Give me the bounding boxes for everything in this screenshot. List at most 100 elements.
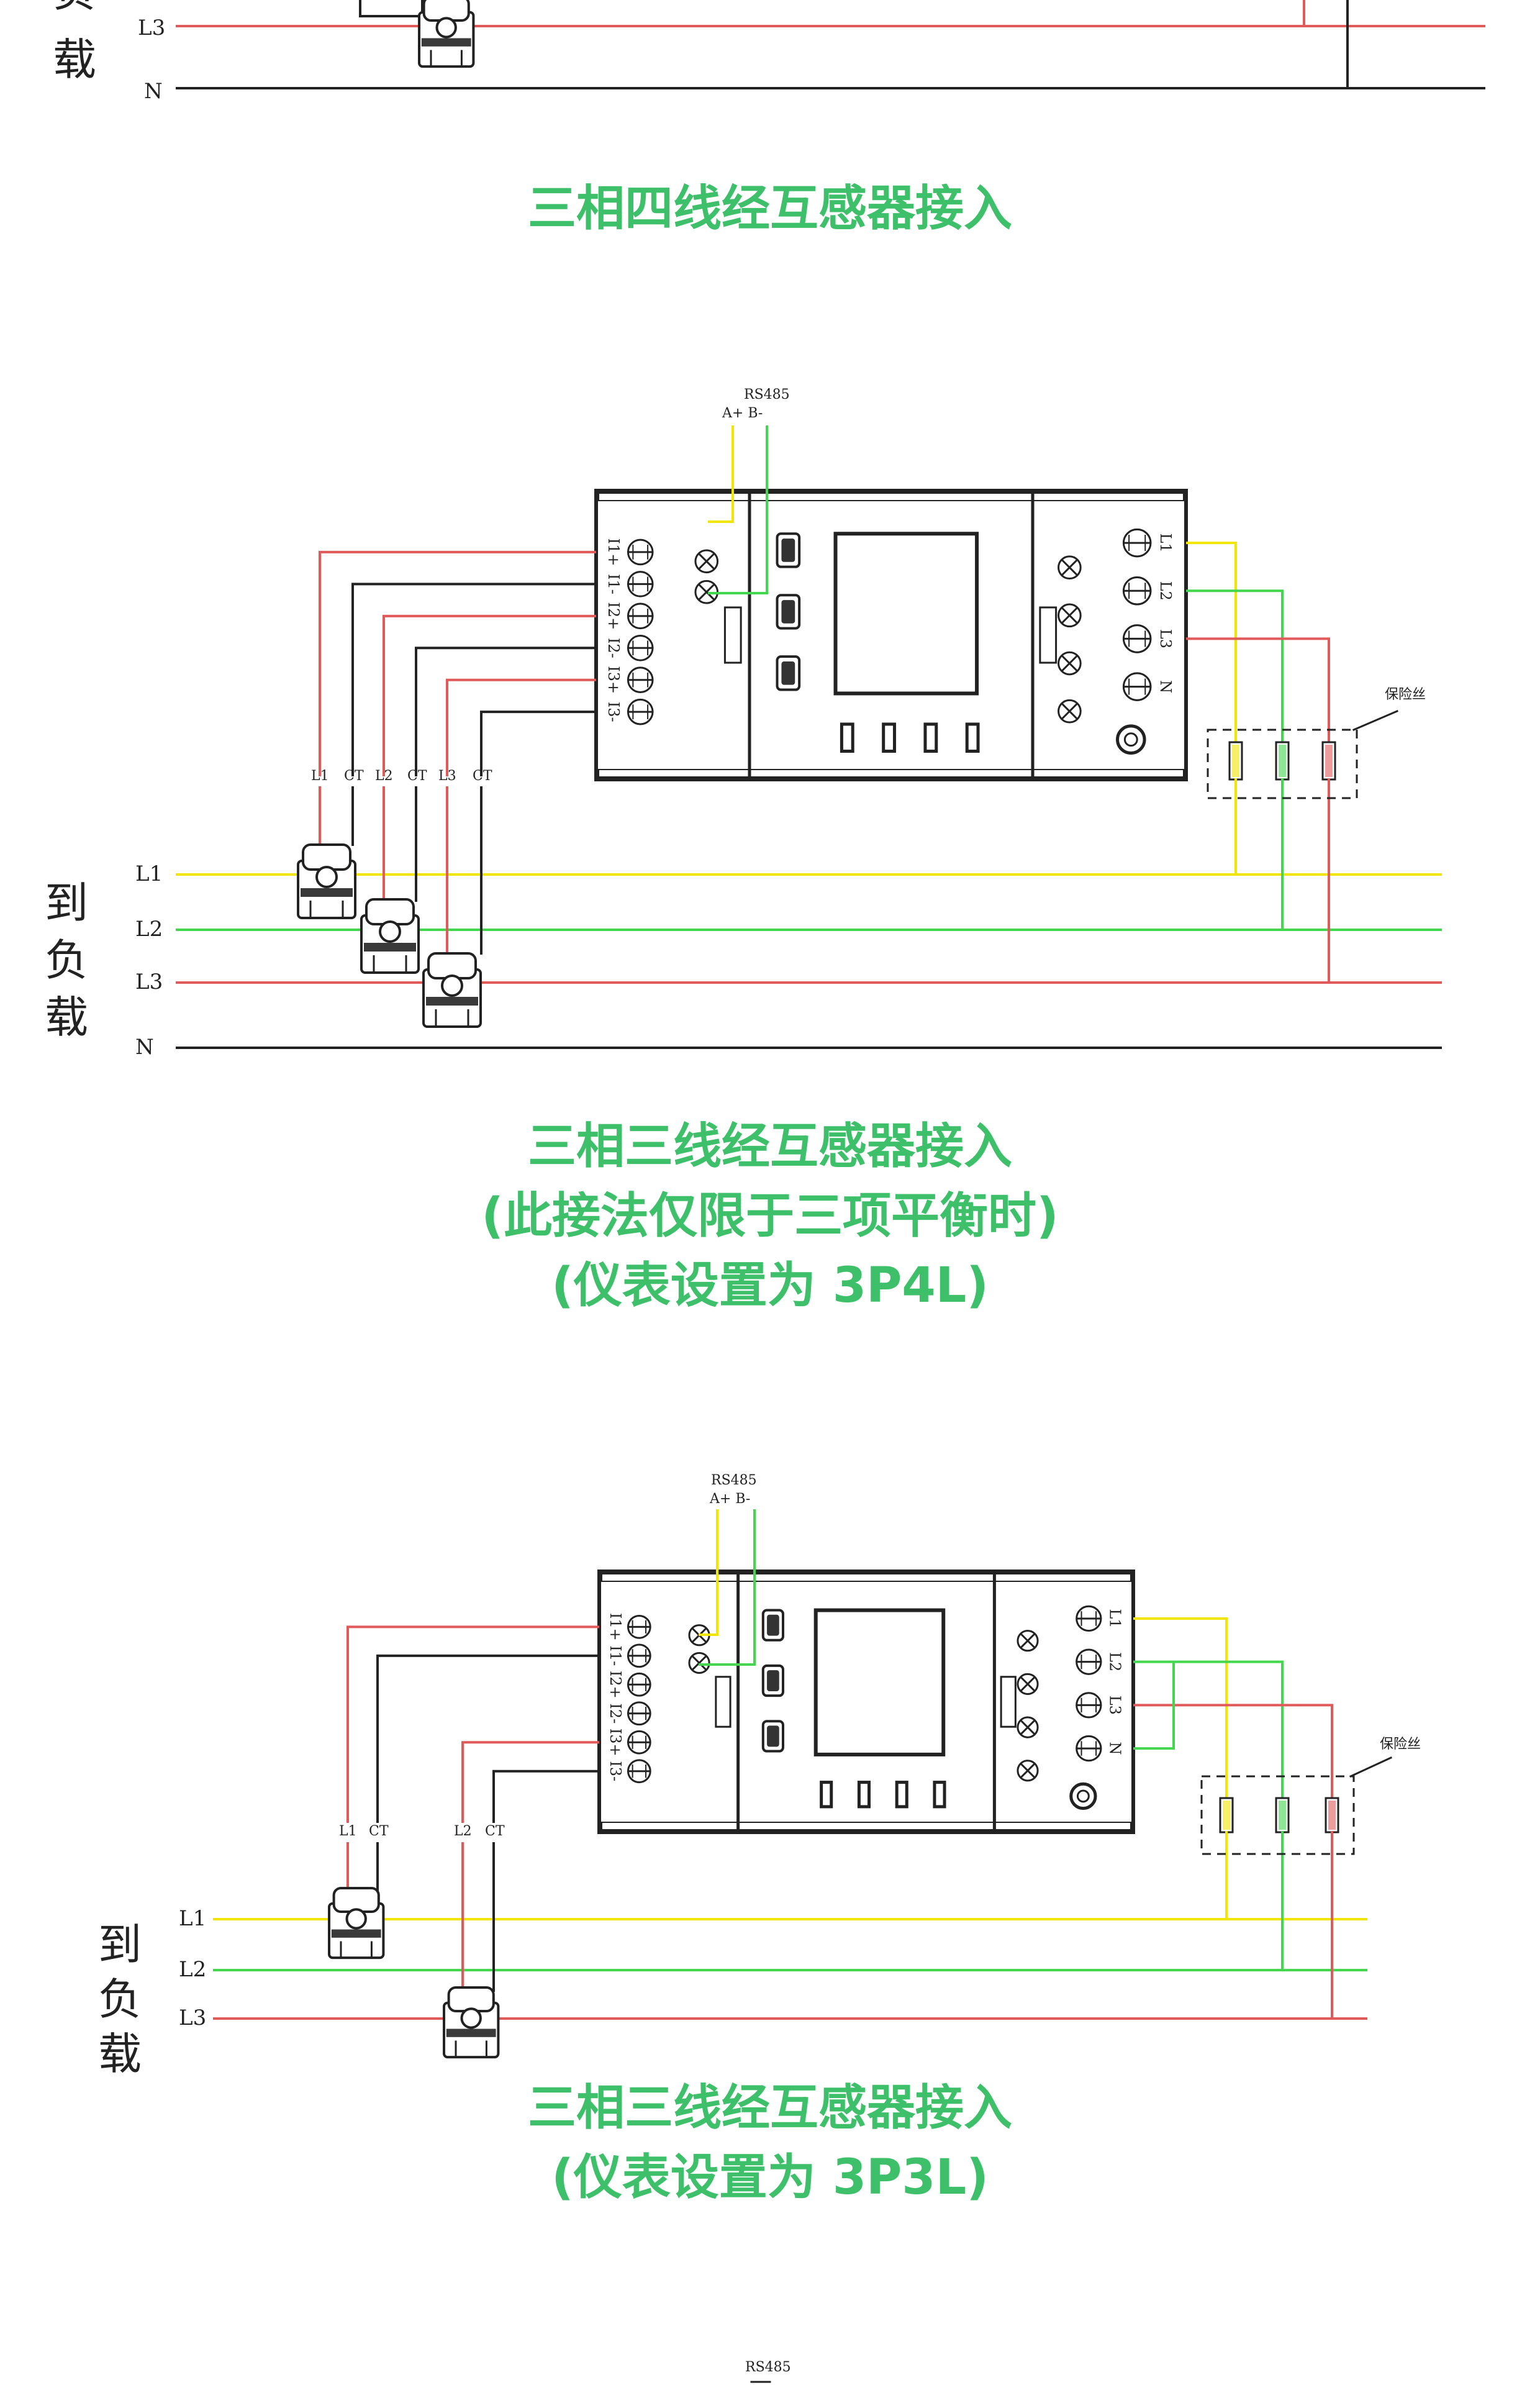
fuse-callout (1349, 1756, 1392, 1778)
load-label-char: 载 (53, 34, 96, 85)
bus-label-l3: L3 (179, 2006, 206, 2030)
caption-third-line-2: (仪表设置为 3P3L) (551, 2150, 989, 2206)
bus-label-l1: L1 (135, 861, 163, 886)
meter-rail (601, 1822, 1131, 1830)
ct-lead-wire (376, 1654, 599, 1823)
ct-lead-wire (446, 678, 596, 776)
rs485-ab-label: A+ B- (722, 406, 763, 421)
terminal-label-i1minus: I1- (607, 1645, 624, 1666)
caption-first: 三相四线经互感器接入 (0, 174, 1540, 243)
ct-lead-label: L1 (339, 1824, 357, 1839)
fuse-box (1207, 729, 1358, 799)
load-label-char: 负 (98, 1974, 142, 2025)
up-arrow-icon (781, 538, 795, 562)
caption-second-line-3: (仪表设置为 3P4L) (551, 1258, 989, 1314)
screw-cross (1020, 1763, 1036, 1779)
caption-second: 三相三线经互感器接入 (此接法仅限于三项平衡时) (仪表设置为 3P4L) (0, 1112, 1540, 1320)
ct-lead-wire (351, 583, 596, 776)
rs485-b-wire (699, 1509, 756, 1666)
ct-lead-label: CT (407, 768, 427, 784)
terminal-label-n: N (1157, 680, 1174, 693)
ct-lead-wire (492, 1769, 599, 1823)
ct-clamp-band (364, 943, 416, 952)
screw-cross (1020, 1676, 1036, 1692)
bus-label-l2: L2 (179, 1957, 206, 1982)
cross-screw-icon (694, 549, 719, 574)
meter-rail (598, 493, 1184, 501)
led-indicator (965, 722, 980, 753)
rs485-label: RS485 (711, 1473, 757, 1488)
bus-label-l3: L3 (138, 16, 165, 40)
din-clip (1000, 1676, 1017, 1728)
terminal-label-l2: L2 (1157, 581, 1174, 601)
terminal-label-i3minus: I3- (605, 702, 622, 722)
caption-second-line-2: (此接法仅限于三项平衡时) (481, 1188, 1059, 1244)
terminal-label-i3plus: I3+ (605, 666, 622, 694)
screw-cross (1061, 655, 1078, 672)
led-indicator (923, 722, 938, 753)
ct-clamp-hole (441, 974, 463, 997)
sealing-screw-inner (1123, 732, 1138, 747)
caption-third-line-1: 三相三线经互感器接入 (527, 2080, 1012, 2136)
ct-lead-label: L2 (454, 1824, 472, 1839)
ct-lead-wire (346, 1625, 599, 1823)
fuse-fill (1223, 1801, 1230, 1830)
fuse-box (1200, 1775, 1355, 1855)
ct-clamp-hole (379, 920, 401, 943)
load-label-char: 负 (45, 935, 88, 986)
cross-screw-icon (688, 1651, 710, 1674)
cross-screw-icon (1058, 555, 1082, 579)
voltage-lead-wire (1133, 1660, 1284, 1798)
ct-lead-label: L3 (438, 768, 456, 784)
ct-lead-label: CT (344, 768, 364, 784)
screw-cross (698, 553, 715, 570)
load-label-char: 负 (53, 0, 96, 17)
ct-clamp-hole (460, 2007, 482, 2029)
terminal-label-l1: L1 (1157, 533, 1174, 552)
terminal-label-i2plus: I2+ (607, 1671, 624, 1699)
load-label-char: 到 (45, 878, 88, 929)
ct-lead-wire (415, 647, 596, 776)
voltage-lead-wire (1133, 1704, 1333, 1798)
sealing-screw-inner (1076, 1789, 1090, 1803)
terminal-label-i2minus: I2- (605, 638, 622, 658)
ct-lead-wire (461, 1741, 599, 1823)
ct-lead-label: L2 (375, 768, 393, 784)
terminal-label-i3minus: I3- (607, 1761, 624, 1781)
ct-lead-label: CT (485, 1824, 505, 1839)
ct-clamp-hole (315, 866, 338, 888)
bus-label-l1: L1 (179, 1906, 206, 1931)
fuse-fill (1328, 1801, 1336, 1830)
fuse-fill (1279, 1801, 1286, 1830)
bus-label-l3: L3 (135, 970, 163, 994)
voltage-lead-wire (1186, 542, 1237, 742)
terminal-label-i1plus: I1+ (607, 1613, 624, 1641)
cross-screw-icon (1058, 603, 1082, 628)
screw-cross (1061, 559, 1078, 576)
fuse-fill (1279, 745, 1286, 777)
voltage-lead-wire (1133, 1661, 1175, 1750)
led-indicator (895, 1781, 908, 1809)
bottom-partial-diagram: RS485 (745, 2360, 791, 2383)
screw-cross (1020, 1633, 1036, 1649)
terminal-label-n: N (1106, 1742, 1123, 1755)
terminal-label-l3: L3 (1106, 1696, 1123, 1715)
cross-screw-icon (1017, 1630, 1039, 1652)
down-arrow-icon (781, 600, 795, 624)
rs485-a-wire (708, 425, 734, 523)
led-indicator (820, 1781, 833, 1809)
terminal-label-i1minus: I1- (605, 574, 622, 594)
sealing-screw-icon (1069, 1782, 1097, 1810)
caption-third: 三相三线经互感器接入 (仪表设置为 3P3L) (0, 2073, 1540, 2212)
voltage-lead-wire (1186, 589, 1284, 742)
rs485-a-wire (699, 1509, 718, 1636)
ct-clamp-band (446, 2028, 496, 2037)
rs485-label: RS485 (745, 2360, 791, 2375)
sealing-screw-icon (1116, 724, 1146, 755)
voltage-lead-wire (1133, 1617, 1228, 1798)
led-indicator (933, 1781, 946, 1809)
terminal-label-i2plus: I2+ (605, 602, 622, 630)
caption-second-line-1: 三相三线经互感器接入 (527, 1119, 1012, 1174)
